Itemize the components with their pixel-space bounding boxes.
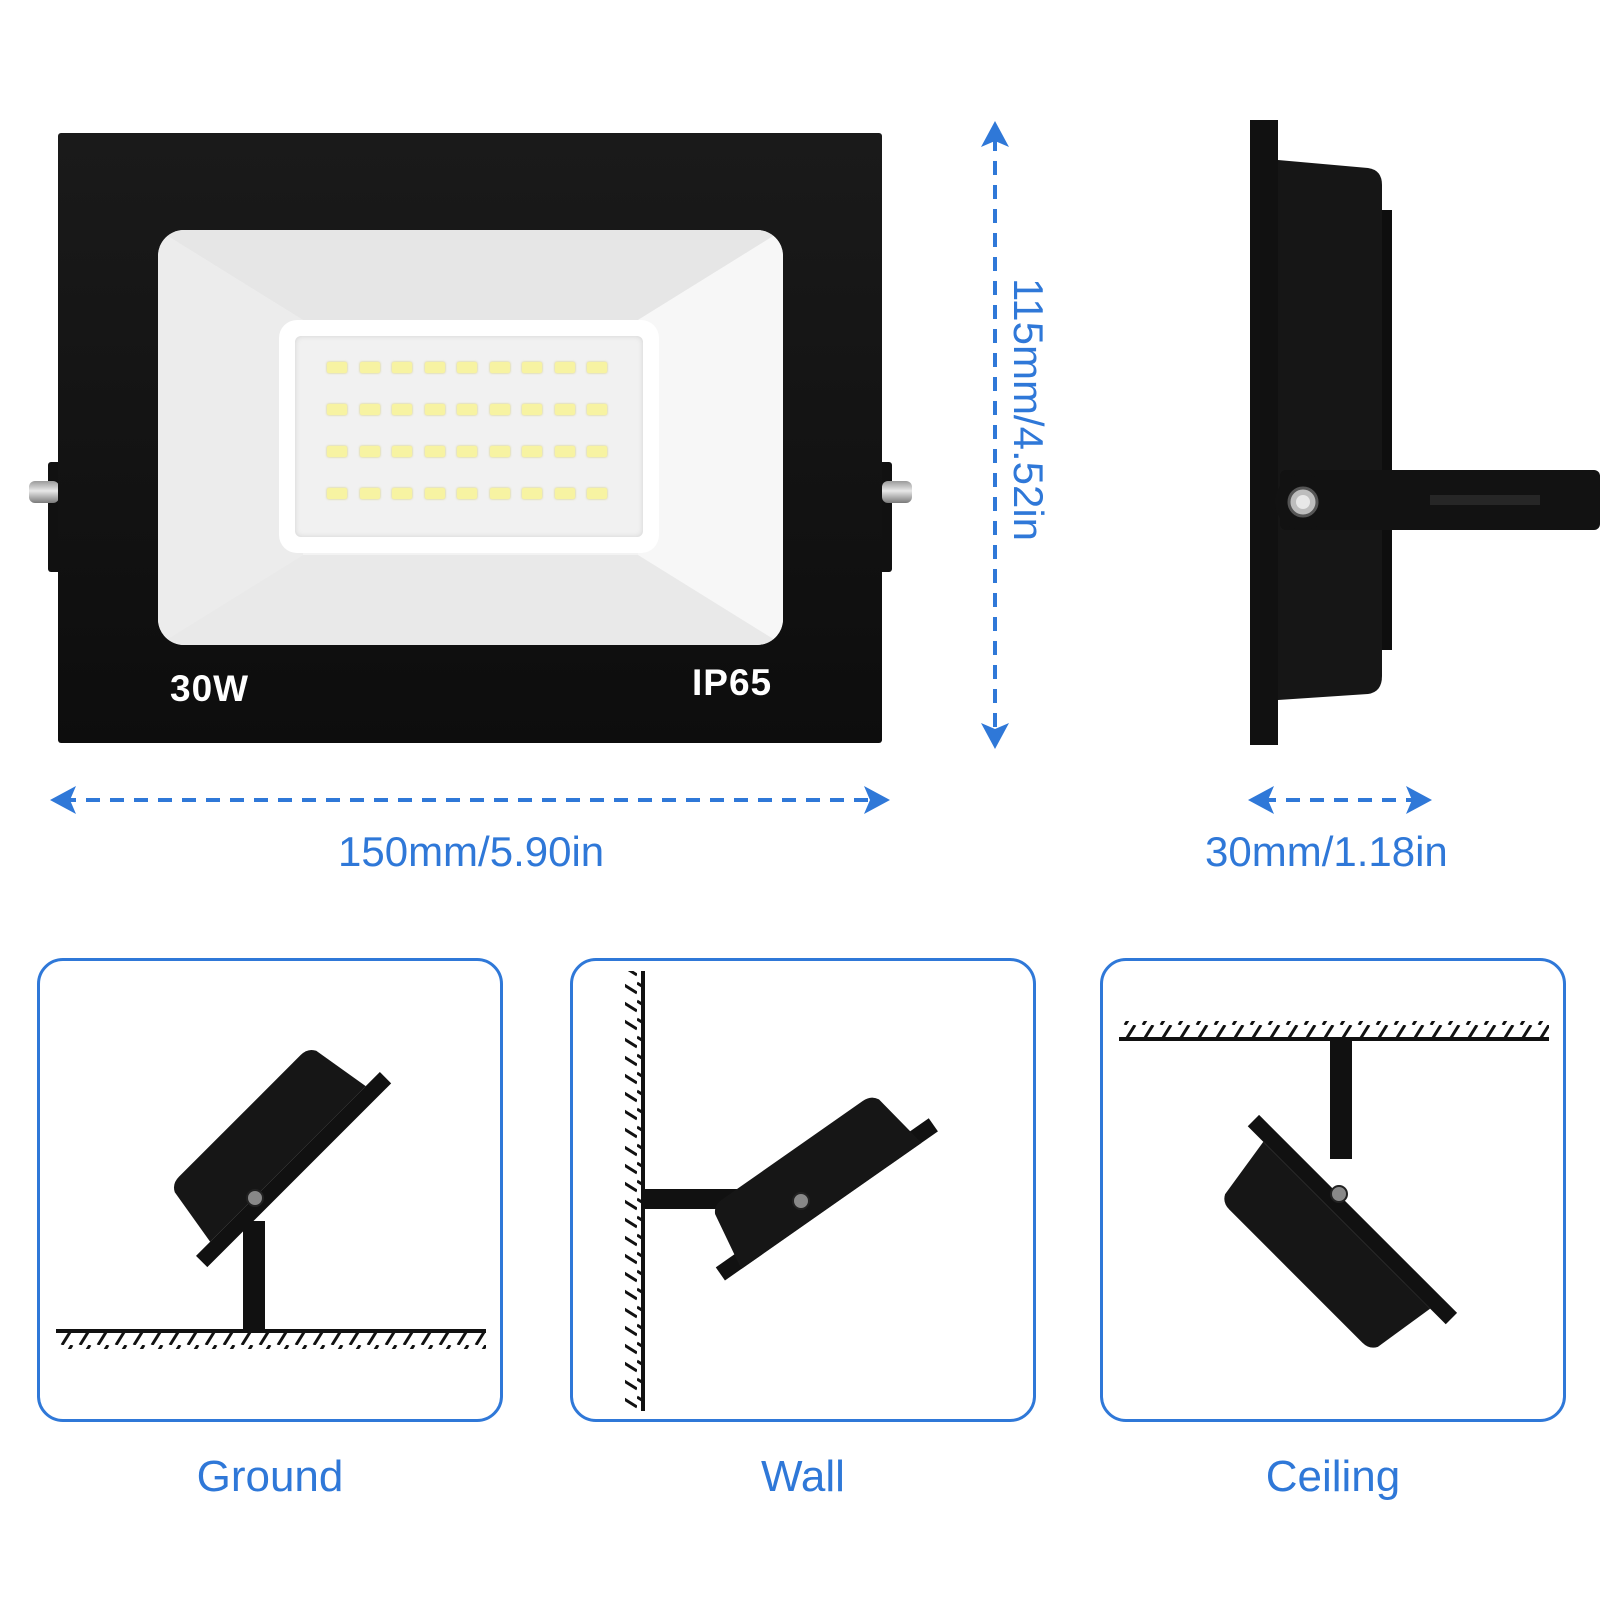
led-chip — [587, 446, 607, 457]
side-view — [1250, 120, 1600, 745]
led-chip — [457, 404, 477, 415]
led-chip — [522, 362, 542, 373]
led-chip — [327, 488, 347, 499]
ground-mount-illustration — [56, 1049, 486, 1349]
wattage-label: 30W — [170, 668, 250, 709]
led-chip — [327, 404, 347, 415]
led-chip — [587, 404, 607, 415]
led-chip — [359, 404, 380, 415]
led-chip — [587, 362, 607, 373]
width-dimension-arrow — [50, 786, 890, 814]
wall-mount-illustration — [625, 971, 938, 1411]
reflector-lens — [158, 230, 783, 645]
led-chip — [489, 446, 510, 457]
right-pivot-pin — [882, 481, 912, 503]
wall-mount-panel — [570, 958, 1036, 1422]
led-chip — [522, 404, 542, 415]
led-chip — [489, 488, 510, 499]
led-chip — [424, 404, 445, 415]
front-view: 30W IP65 — [0, 0, 912, 760]
led-chip — [522, 488, 542, 499]
led-chip — [457, 362, 477, 373]
ceiling-mount-panel — [1100, 958, 1566, 1422]
ground-mount-panel — [37, 958, 503, 1422]
led-chip — [359, 488, 380, 499]
led-chip — [392, 488, 412, 499]
led-chip — [327, 362, 347, 373]
led-chip — [554, 446, 575, 457]
led-chip — [392, 446, 412, 457]
wall-mount-caption: Wall — [761, 1452, 845, 1501]
led-chip — [327, 446, 347, 457]
led-chip — [554, 362, 575, 373]
led-chip — [554, 404, 575, 415]
led-chip — [457, 446, 477, 457]
led-chip — [424, 362, 445, 373]
left-pivot-pin — [29, 481, 59, 503]
led-chip — [554, 488, 575, 499]
led-chip — [457, 488, 477, 499]
height-dimension-arrow — [981, 121, 1009, 749]
depth-dimension-arrow — [1248, 786, 1432, 814]
led-chip — [392, 404, 412, 415]
led-chip — [489, 404, 510, 415]
ground-mount-caption: Ground — [196, 1452, 344, 1501]
led-board — [295, 336, 643, 537]
led-chip — [392, 362, 412, 373]
led-chip — [522, 446, 542, 457]
ceiling-mount-illustration — [1119, 1021, 1549, 1348]
led-chip — [489, 362, 510, 373]
led-chip — [359, 446, 380, 457]
depth-dimension-label: 30mm/1.18in — [1205, 828, 1448, 875]
led-chip — [587, 488, 607, 499]
ip-rating-label: IP65 — [692, 662, 773, 703]
reflector-shading — [158, 230, 783, 645]
width-dimension-label: 150mm/5.90in — [338, 828, 605, 875]
ceiling-mount-caption: Ceiling — [1265, 1452, 1401, 1501]
led-chip — [359, 362, 380, 373]
led-chip — [424, 488, 445, 499]
led-chip — [424, 446, 445, 457]
height-dimension-label: 115mm/4.52in — [1005, 278, 1052, 542]
